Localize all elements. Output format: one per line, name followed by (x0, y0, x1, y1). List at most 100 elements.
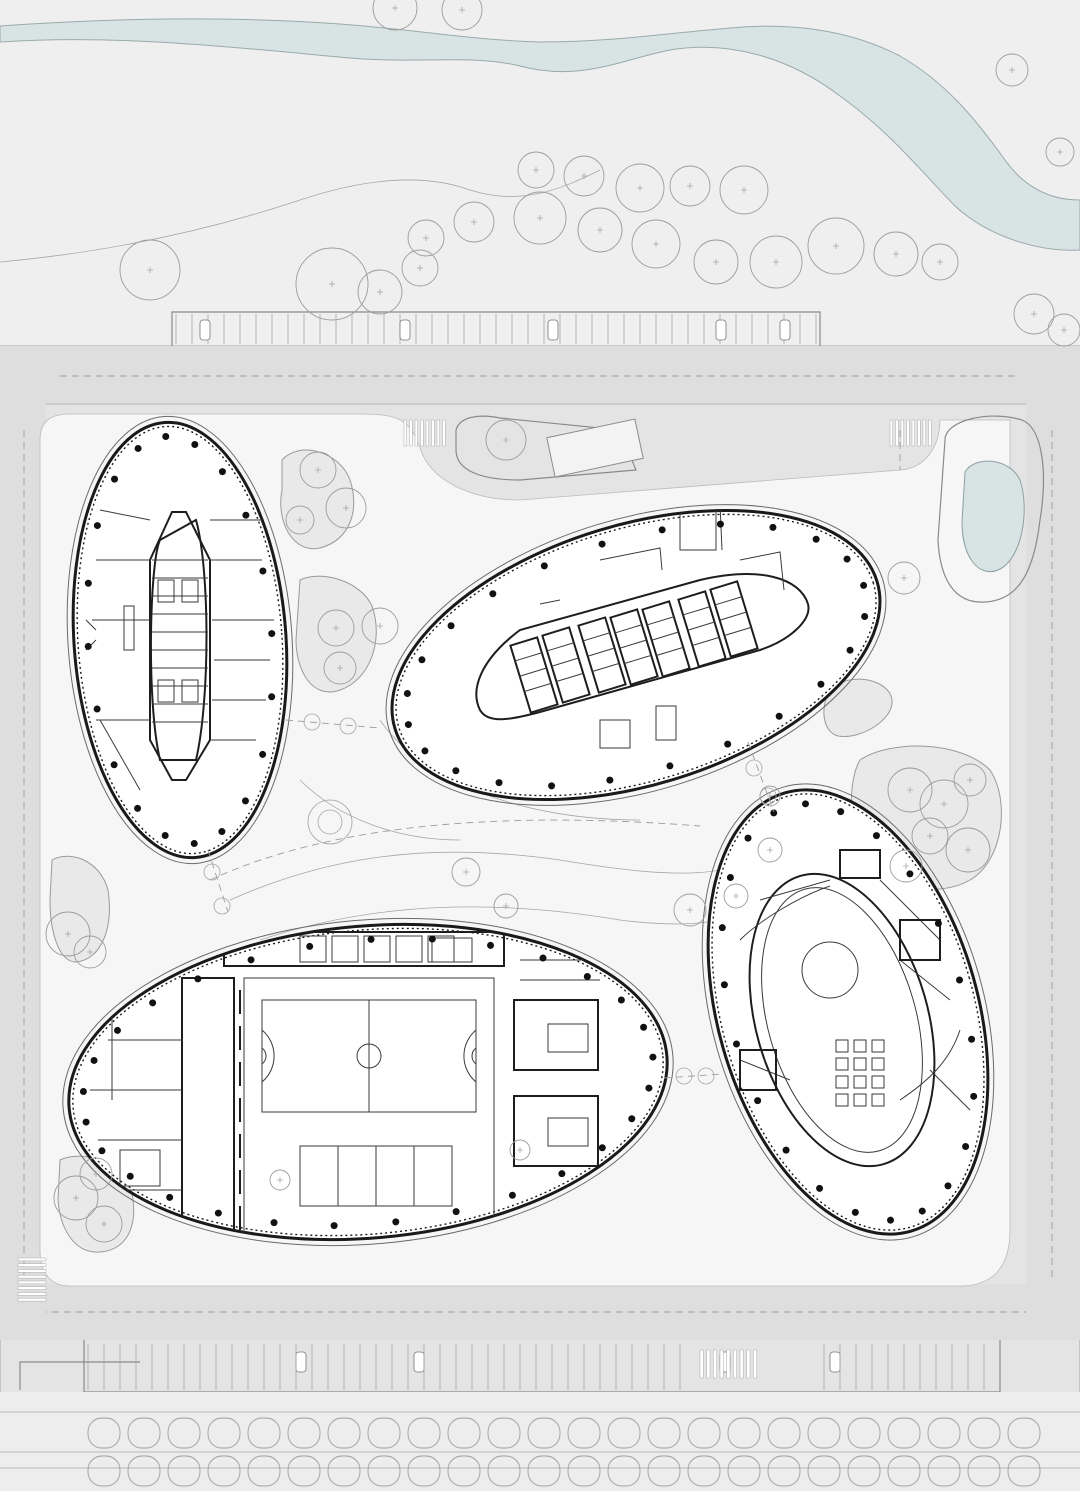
tree-trunk-mark (297, 517, 303, 523)
crosswalk-stripe (911, 419, 915, 447)
structural-column (247, 956, 255, 964)
structural-column (84, 579, 92, 587)
tree-canopy-circle (357, 269, 403, 315)
street-tree (327, 1455, 361, 1487)
three-point-arc (261, 1029, 275, 1083)
crosswalk-stripe (895, 419, 899, 447)
structural-column (162, 432, 170, 440)
structural-column (93, 705, 101, 713)
tree-trunk-mark (893, 251, 899, 257)
street-tree (847, 1417, 881, 1449)
structural-column (134, 444, 142, 452)
structural-column (241, 797, 249, 805)
bridge-connector (285, 719, 381, 729)
tree-trunk-mark (901, 575, 907, 581)
tree-trunk-mark (773, 259, 779, 265)
car-icon (829, 1351, 841, 1373)
structural-column (861, 612, 869, 620)
structural-column (782, 1146, 790, 1154)
tree-canopy-circle (285, 505, 315, 535)
revolving-door-icon (203, 863, 221, 881)
tree-trunk-mark (503, 903, 509, 909)
escalator (655, 705, 677, 741)
street-tree (607, 1417, 641, 1449)
stair-run (99, 719, 141, 791)
structural-column (126, 1172, 134, 1180)
tree-trunk-mark (967, 777, 973, 783)
tree-canopy-circle (873, 231, 919, 277)
structural-column (718, 924, 726, 932)
partition-walls (92, 509, 151, 721)
crosswalk-stripe (746, 1349, 751, 1379)
south-sports-hall-outline-offset (62, 917, 674, 1247)
structural-column (944, 1182, 952, 1190)
crosswalk-stripe (17, 1298, 47, 1302)
structural-column (259, 567, 267, 575)
tree-trunk-mark (1009, 67, 1015, 73)
tree-trunk-mark (315, 467, 321, 473)
tree-canopy-circle (1047, 313, 1080, 347)
crosswalk-stripe (699, 1349, 704, 1379)
locker-room (395, 935, 423, 963)
structural-column (640, 1023, 648, 1031)
tree-trunk-mark (537, 215, 543, 221)
service-room (839, 849, 881, 879)
tree-canopy-circle (953, 763, 987, 797)
tree-canopy-circle (749, 235, 803, 289)
core-cell (692, 636, 720, 647)
structural-column (617, 996, 625, 1004)
tree-canopy-circle (73, 935, 107, 969)
car-icon (399, 319, 411, 341)
tree-trunk-mark (533, 167, 539, 173)
structural-column (801, 800, 809, 808)
street-tree (967, 1455, 1001, 1487)
street-tree (87, 1455, 121, 1487)
north-tower-outline (390, 508, 882, 802)
core-cell (624, 654, 652, 665)
crosswalk-stripe (409, 419, 413, 447)
structural-column (194, 975, 202, 983)
tree-canopy-circle (719, 165, 769, 215)
crosswalk-stripe (17, 1263, 47, 1267)
structural-column (508, 1191, 516, 1199)
street-tree (207, 1417, 241, 1449)
north-tower-interior (475, 503, 810, 749)
northwest-tower-outline (71, 420, 289, 860)
structural-column (403, 690, 411, 698)
structural-column (649, 1053, 657, 1061)
tree-canopy-circle (323, 651, 357, 685)
core-cell (582, 632, 610, 642)
street-tree (727, 1455, 761, 1487)
tree-canopy-circle (119, 239, 181, 301)
structural-column (769, 523, 777, 531)
core-room (509, 636, 559, 714)
structural-column (161, 832, 169, 840)
south-sports-hall-curtain-wall (72, 927, 664, 1237)
tree-canopy-circle (299, 451, 337, 489)
tree-trunk-mark (927, 833, 933, 839)
tree-trunk-mark (907, 787, 913, 793)
structural-column (93, 522, 101, 530)
stage-circle (801, 941, 859, 999)
auditorium-ring (748, 872, 936, 1168)
street-tree (287, 1455, 321, 1487)
core-cell (714, 596, 742, 606)
ramp (546, 418, 644, 478)
revolving-door-icon (303, 713, 321, 731)
structural-column (548, 782, 556, 790)
core-cell (651, 631, 679, 641)
structural-column (447, 622, 455, 630)
crosswalk-stripe (17, 1269, 47, 1273)
structural-column (732, 1040, 740, 1048)
structural-column (306, 942, 314, 950)
crosswalk-stripe (431, 419, 435, 447)
crosswalk-stripe (17, 1275, 47, 1279)
crosswalk-stripe (922, 419, 926, 447)
bridge-connector (747, 741, 775, 813)
tree-trunk-mark (937, 259, 943, 265)
crosswalk-stripe (928, 419, 932, 447)
street-tree (207, 1455, 241, 1487)
structural-column (367, 935, 375, 943)
tree-trunk-mark (581, 173, 587, 179)
crosswalk-stripe (733, 1349, 737, 1379)
